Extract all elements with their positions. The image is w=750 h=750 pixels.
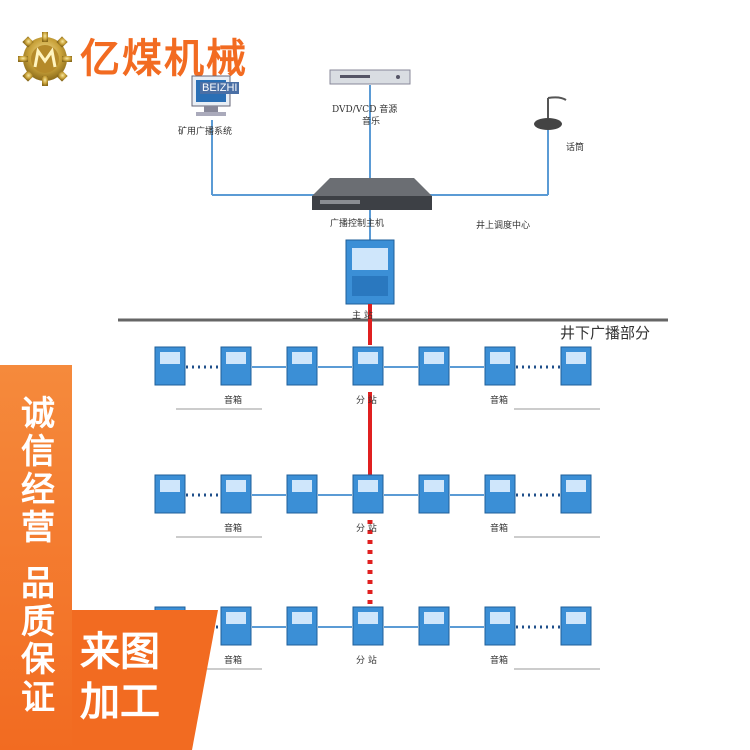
brand-logo-icon — [18, 32, 72, 86]
dvd-label-2: 音乐 — [362, 117, 381, 127]
brand-sub: BEIZHI — [200, 82, 240, 94]
station-rows — [154, 346, 600, 670]
brand-name: 亿煤机械 — [80, 36, 248, 82]
speaker-icon — [154, 346, 186, 386]
branch-station-icon — [352, 606, 384, 646]
center-label: 井上调度中心 — [476, 221, 531, 231]
pc-label: 矿用广播系统 — [178, 127, 233, 137]
branch-station-label: 分 站 — [356, 524, 377, 534]
corner-text-1: 来图 — [80, 629, 160, 675]
speaker-label: 音箱 — [224, 524, 243, 534]
speaker-label: 音箱 — [490, 656, 509, 666]
speaker-icon — [418, 346, 450, 386]
speaker-icon — [560, 346, 592, 386]
speaker-icon — [484, 346, 516, 386]
microphone-icon — [534, 96, 567, 130]
main-station-icon — [345, 239, 395, 305]
side-banner: 诚信经营 品质保证 — [0, 365, 72, 750]
custom-processing-badge: 来图 加工 — [72, 610, 218, 750]
slogan-integrity: 诚信经营 — [21, 394, 55, 548]
speaker-label: 音箱 — [490, 524, 509, 534]
speaker-label: 音箱 — [224, 396, 243, 406]
speaker-icon — [220, 606, 252, 646]
speaker-icon — [560, 606, 592, 646]
main-station-label: 主 站 — [352, 311, 373, 321]
host-label: 广播控制主机 — [330, 219, 385, 229]
corner-text-2: 加工 — [80, 679, 160, 725]
branch-station-icon — [352, 474, 384, 514]
speaker-icon — [286, 606, 318, 646]
slogan-quality: 品质保证 — [21, 564, 55, 718]
speaker-icon — [286, 346, 318, 386]
speaker-icon — [154, 474, 186, 514]
dvd-label: DVD/VCD 音源 — [332, 105, 398, 115]
branch-station-label: 分 站 — [356, 396, 377, 406]
underground-label: 井下广播部分 — [560, 324, 651, 342]
branch-station-icon — [352, 346, 384, 386]
dvd-player-icon — [329, 69, 411, 85]
speaker-icon — [484, 474, 516, 514]
speaker-label: 音箱 — [490, 396, 509, 406]
speaker-icon — [560, 474, 592, 514]
broadcast-host-icon — [312, 178, 432, 210]
speaker-icon — [418, 474, 450, 514]
speaker-icon — [418, 606, 450, 646]
branch-station-label: 分 站 — [356, 656, 377, 666]
speaker-icon — [484, 606, 516, 646]
mic-label: 话筒 — [566, 143, 585, 153]
speaker-icon — [220, 346, 252, 386]
speaker-label: 音箱 — [224, 656, 243, 666]
speaker-icon — [220, 474, 252, 514]
speaker-icon — [286, 474, 318, 514]
